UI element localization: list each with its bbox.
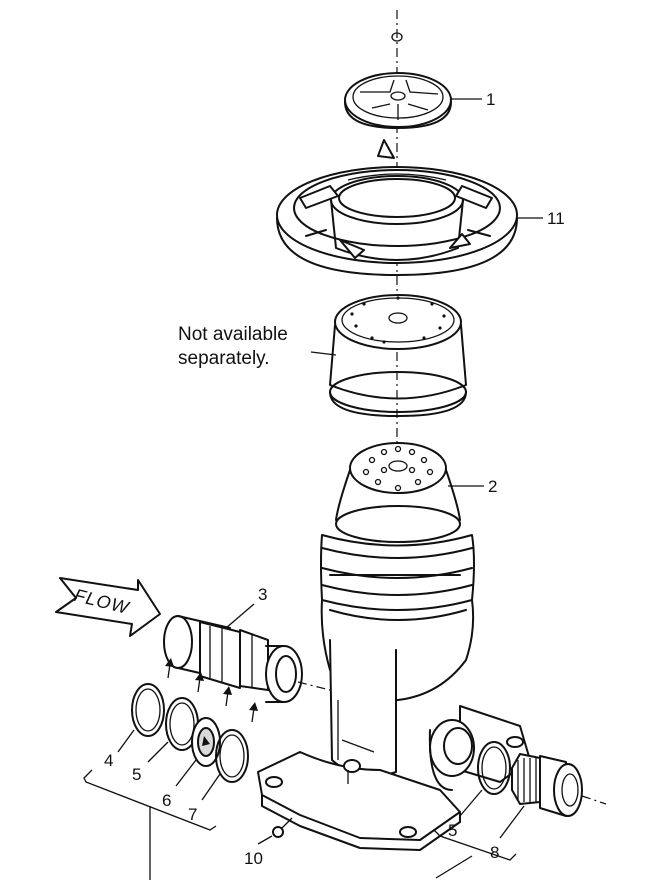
part-8-outlet-union xyxy=(511,753,607,817)
part-6-check-valve xyxy=(191,717,221,767)
note-line-2: separately. xyxy=(178,348,270,369)
strainer-holes xyxy=(362,445,434,492)
callout-11: 11 xyxy=(547,209,565,228)
callout-8: 8 xyxy=(490,843,499,862)
cylinder-insert xyxy=(329,294,467,417)
callout-1: 1 xyxy=(486,90,495,109)
part-4-o-ring xyxy=(131,683,165,737)
part-7-o-ring xyxy=(215,729,249,783)
housing-base xyxy=(257,705,531,851)
callout-2: 2 xyxy=(488,477,497,496)
part-5-o-ring-right xyxy=(477,741,511,795)
callout-5-left: 5 xyxy=(132,765,141,784)
part-10-drain-plug xyxy=(272,817,293,838)
assembly-arrows xyxy=(165,658,258,723)
callout-7: 7 xyxy=(188,805,197,824)
insert-holes xyxy=(350,296,446,344)
part-2-strainer-body xyxy=(320,442,475,778)
part-11-lid-ring xyxy=(276,139,518,276)
callout-5-right: 5 xyxy=(448,821,457,840)
callout-6: 6 xyxy=(162,791,171,810)
callout-4: 4 xyxy=(104,751,113,770)
part-1-top-plate xyxy=(344,72,452,129)
leader-lines xyxy=(83,98,543,880)
flow-arrow: FLOW xyxy=(55,577,161,637)
callout-3: 3 xyxy=(258,585,267,604)
note-line-1: Not available xyxy=(178,324,288,345)
callout-10: 10 xyxy=(244,849,263,868)
part-3-inlet-union xyxy=(163,615,331,703)
